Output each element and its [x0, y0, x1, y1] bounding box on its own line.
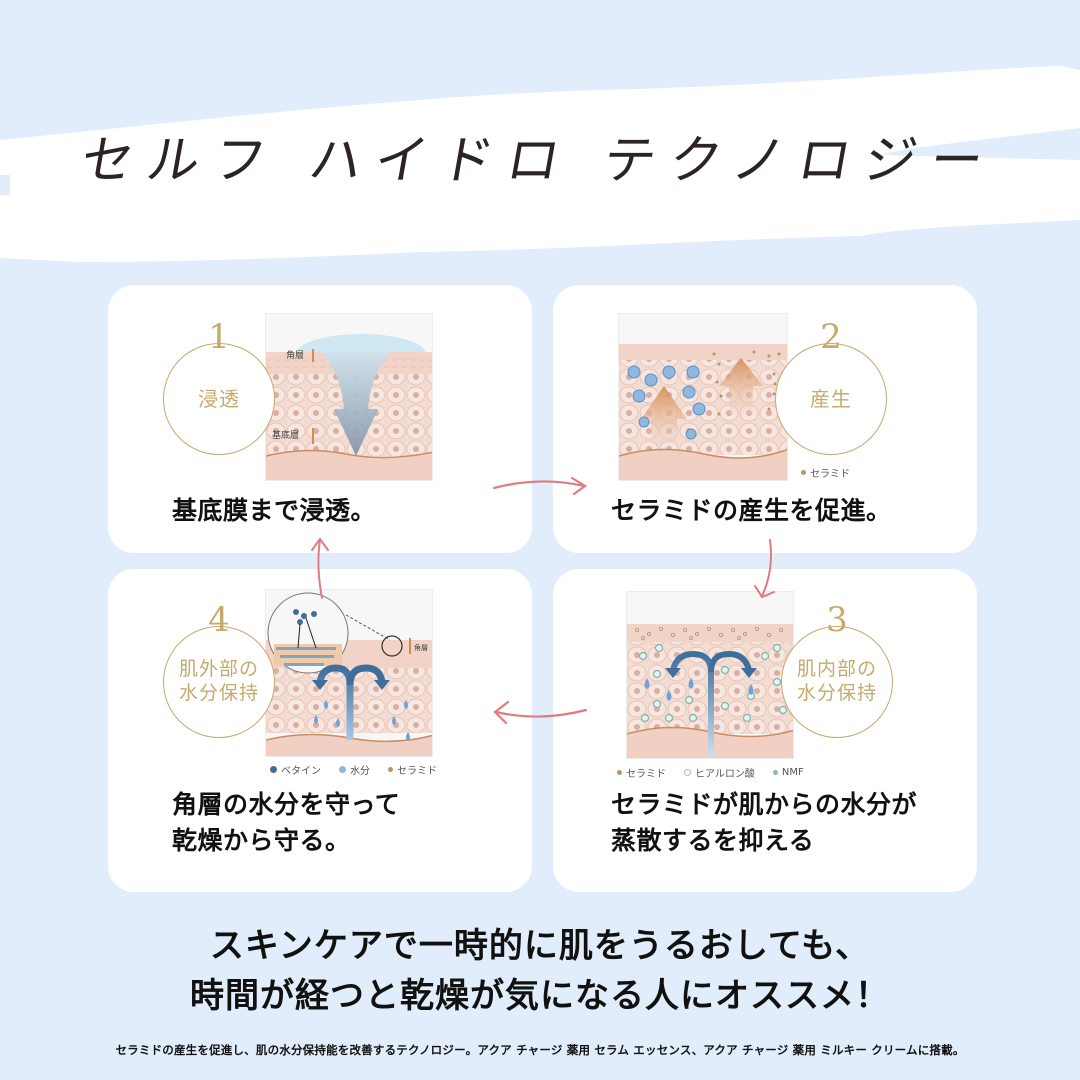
- step-badge-label: 産生: [810, 386, 852, 411]
- legend-ceramide: セラミド: [801, 465, 850, 480]
- brush-stroke-banner: [0, 66, 1080, 262]
- step-caption: セラミドの産生を促進。: [611, 496, 892, 525]
- step-number: 1: [208, 317, 230, 357]
- step-badge-2: 2 産生: [775, 320, 887, 455]
- step-badge-1: 1 浸透: [163, 320, 275, 455]
- step-badge-label: 浸透: [198, 386, 240, 411]
- betaine-dot-icon: [270, 766, 277, 773]
- step-card-4: 角層 4 肌外部の 水分保持 ベタイン 水分 セラミド 角層の水分を守って 乾燥…: [108, 569, 532, 892]
- step-number: 2: [820, 317, 842, 357]
- ceramide-dots-icon: [617, 770, 622, 775]
- penetration-illustration: 角層 基底層: [265, 313, 433, 481]
- legend: セラミド ヒアルロン酸 NMF: [617, 765, 804, 780]
- ceramide-dots-icon: [388, 767, 393, 772]
- ceramide-dots-icon: [801, 470, 806, 475]
- step-card-2: 2 産生 セラミド セラミドの産生を促進。: [553, 285, 977, 553]
- external-moisture-illustration: 角層: [265, 589, 433, 757]
- label-basal-layer: 基底層: [272, 429, 299, 441]
- step-card-1: 角層 基底層 1 浸透 基底膜まで浸透。: [108, 285, 532, 553]
- step-badge-label: 肌外部の 水分保持: [178, 658, 259, 704]
- arrow-step4-to-step1-icon: [311, 537, 329, 599]
- step-card-3: 3 肌内部の 水分保持 セラミド ヒアルロン酸 NMF セラミドが肌からの水分が…: [553, 569, 977, 892]
- hyaluronic-acid-icon: [684, 769, 691, 776]
- label-stratum-corneum: 角層: [414, 643, 428, 652]
- step-badge-label: 肌内部の 水分保持: [796, 658, 877, 704]
- step-number: 4: [208, 600, 230, 640]
- cta-line-2: 時間が経つと乾燥が気になる人にオススメ！: [190, 976, 890, 1016]
- step-caption: セラミドが肌からの水分が 蒸散するを抑える: [611, 790, 918, 856]
- cta-line-1: スキンケアで一時的に肌をうるおしても、: [209, 926, 871, 966]
- footnote: セラミドの産生を促進し、肌の水分保持能を改善するテクノロジー。アクア チャージ …: [115, 1043, 965, 1057]
- water-dot-icon: [339, 766, 346, 773]
- step-caption: 基底膜まで浸透。: [172, 496, 377, 525]
- ceramide-production-illustration: [618, 313, 788, 481]
- arrow-step1-to-step2-icon: [492, 476, 587, 496]
- page-title: セルフ ハイドロ テクノロジー: [76, 131, 1002, 191]
- step-number: 3: [826, 600, 848, 640]
- arrow-step2-to-step3-icon: [754, 539, 775, 599]
- nmf-dots-icon: [772, 770, 778, 775]
- step-badge-4: 4 肌外部の 水分保持: [163, 603, 275, 738]
- internal-moisture-illustration: [626, 591, 794, 759]
- legend: ベタイン 水分 セラミド: [270, 762, 437, 777]
- label-stratum-corneum: 角層: [286, 349, 304, 361]
- step-badge-3: 3 肌内部の 水分保持: [781, 603, 893, 738]
- step-caption: 角層の水分を守って 乾燥から守る。: [172, 790, 401, 856]
- arrow-step3-to-step4-icon: [493, 700, 588, 725]
